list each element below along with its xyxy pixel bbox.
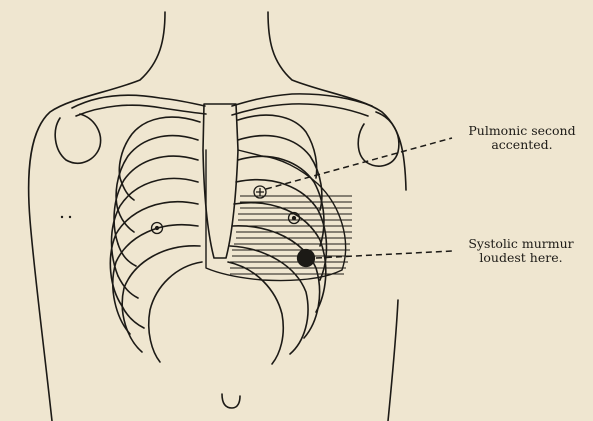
pulmonic-annotation-line1: Pulmonic second — [452, 124, 592, 138]
left-clavicle — [72, 95, 205, 108]
left-edge-mark-2 — [69, 216, 71, 218]
pulmonic-annotation-line2: accented. — [452, 138, 592, 152]
right-clavicle-lower — [232, 104, 368, 116]
left-clavicle-lower — [76, 105, 206, 116]
systolic-annotation-line1: Systolic murmur — [450, 237, 592, 251]
body-outline-right-lower — [388, 300, 398, 421]
systolic-leader-line — [316, 251, 452, 258]
systolic-annotation: Systolic murmur loudest here. — [450, 237, 592, 265]
body-outline-left — [29, 12, 165, 421]
leader-lines — [266, 138, 452, 258]
mitral-murmur-point — [298, 250, 315, 267]
navel — [222, 394, 240, 408]
murmur-hatched-region — [230, 196, 352, 274]
pulmonic-annotation: Pulmonic second accented. — [452, 124, 592, 152]
systolic-annotation-line2: loudest here. — [450, 251, 592, 265]
right-shoulder-joint — [358, 112, 399, 166]
left-rib-cage — [110, 117, 202, 362]
left-shoulder-joint — [55, 114, 100, 163]
sternum — [203, 104, 238, 258]
right-rib-cage — [228, 115, 327, 364]
left-edge-mark-1 — [61, 216, 63, 218]
